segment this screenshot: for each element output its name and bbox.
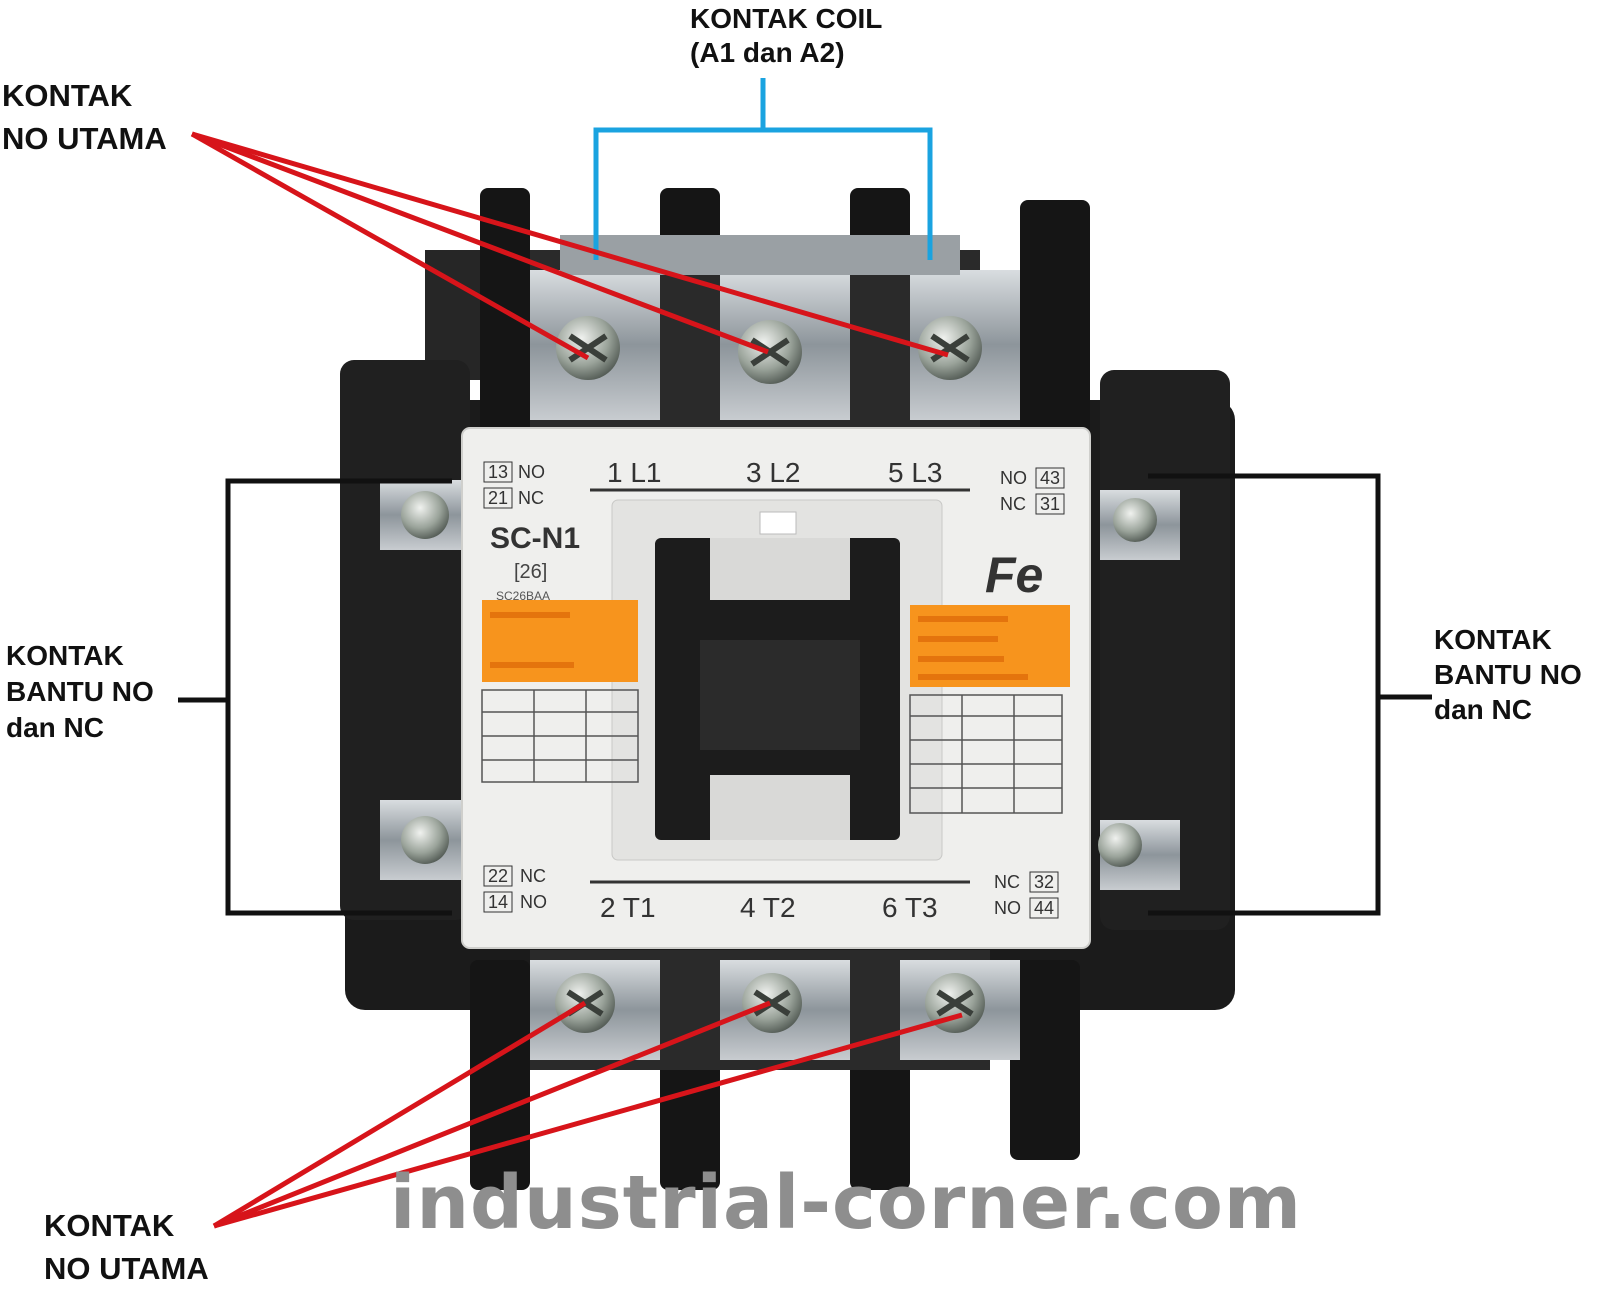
terminal-screw-l2 <box>738 320 802 384</box>
callout-left-aux: KONTAK BANTU NO dan NC <box>6 638 154 746</box>
callout-bottom-main-line1: KONTAK <box>44 1208 175 1243</box>
svg-text:21: 21 <box>488 488 508 508</box>
top-main-pointers <box>190 131 949 361</box>
callout-right-aux-line2: BANTU NO <box>1434 659 1582 690</box>
bottom-main-pointers <box>212 1000 963 1229</box>
svg-text:13: 13 <box>488 462 508 482</box>
callout-left-aux-line2: BANTU NO <box>6 676 154 707</box>
aux-marking-top-right: NO 43 NC 31 <box>1000 467 1065 515</box>
part-number: SC26BAA <box>496 589 550 603</box>
spec-label-left <box>482 600 638 682</box>
aux-marking-top-left: 13 NO 21 NC <box>483 461 545 509</box>
svg-text:32: 32 <box>1034 872 1054 892</box>
callout-top-main-line2: NO UTAMA <box>2 121 167 156</box>
svg-text:44: 44 <box>1034 898 1054 918</box>
left-aux-bracket <box>178 478 452 916</box>
callout-left-aux-line3: dan NC <box>6 712 104 743</box>
terminal-screw-l1 <box>556 316 620 380</box>
callout-right-aux: KONTAK BANTU NO dan NC <box>1434 622 1582 727</box>
aux-marking-bottom-right: NC 32 NO 44 <box>994 871 1059 919</box>
terminal-label-l2: 3 L2 <box>746 457 801 488</box>
callout-bottom-main-line2: NO UTAMA <box>44 1251 209 1286</box>
svg-text:14: 14 <box>488 892 508 912</box>
svg-text:31: 31 <box>1040 494 1060 514</box>
callout-coil-line1: KONTAK COIL <box>690 3 883 34</box>
svg-text:NO: NO <box>994 898 1021 918</box>
site-watermark: industrial-corner.com <box>390 1160 1302 1246</box>
callout-coil-line2: (A1 dan A2) <box>690 37 845 68</box>
callout-coil: KONTAK COIL (A1 dan A2) <box>690 2 882 70</box>
terminal-label-t1: 2 T1 <box>600 892 656 923</box>
model-sub: [26] <box>514 561 547 583</box>
svg-text:NO: NO <box>1000 468 1027 488</box>
spec-label-right <box>910 605 1070 687</box>
right-aux-bracket <box>1148 473 1432 916</box>
svg-text:22: 22 <box>488 866 508 886</box>
svg-text:NC: NC <box>994 872 1020 892</box>
callout-left-aux-line1: KONTAK <box>6 640 124 671</box>
svg-text:NO: NO <box>520 892 547 912</box>
brand-logo: Fe <box>985 547 1043 603</box>
armature-window <box>611 499 943 861</box>
model-name: SC-N1 <box>490 522 580 555</box>
svg-text:NC: NC <box>518 488 544 508</box>
callout-right-aux-line1: KONTAK <box>1434 624 1552 655</box>
terminal-label-t3: 6 T3 <box>882 892 938 923</box>
rating-table-left <box>481 689 639 783</box>
svg-text:NO: NO <box>518 462 545 482</box>
terminal-label-t2: 4 T2 <box>740 892 796 923</box>
terminal-screw-t2 <box>742 973 802 1033</box>
aux-screw-left-bottom <box>380 800 465 880</box>
terminal-screw-t3 <box>925 973 985 1033</box>
svg-text:NC: NC <box>1000 494 1026 514</box>
svg-text:NC: NC <box>520 866 546 886</box>
callout-right-aux-line3: dan NC <box>1434 694 1532 725</box>
aux-screw-right-top <box>1100 490 1180 560</box>
svg-text:43: 43 <box>1040 468 1060 488</box>
terminal-label-l3: 5 L3 <box>888 457 943 488</box>
callout-bottom-main: KONTAK NO UTAMA <box>44 1204 209 1290</box>
callout-top-main: KONTAK NO UTAMA <box>2 74 167 160</box>
callout-top-main-line1: KONTAK <box>2 78 133 113</box>
terminal-screw-l3 <box>918 316 982 380</box>
aux-screw-left-top <box>380 480 465 550</box>
rating-table-right <box>909 694 1063 814</box>
terminal-label-l1: 1 L1 <box>607 457 662 488</box>
aux-marking-bottom-left: 22 NC 14 NO <box>483 865 547 913</box>
aux-screw-right-bottom <box>1098 820 1180 890</box>
